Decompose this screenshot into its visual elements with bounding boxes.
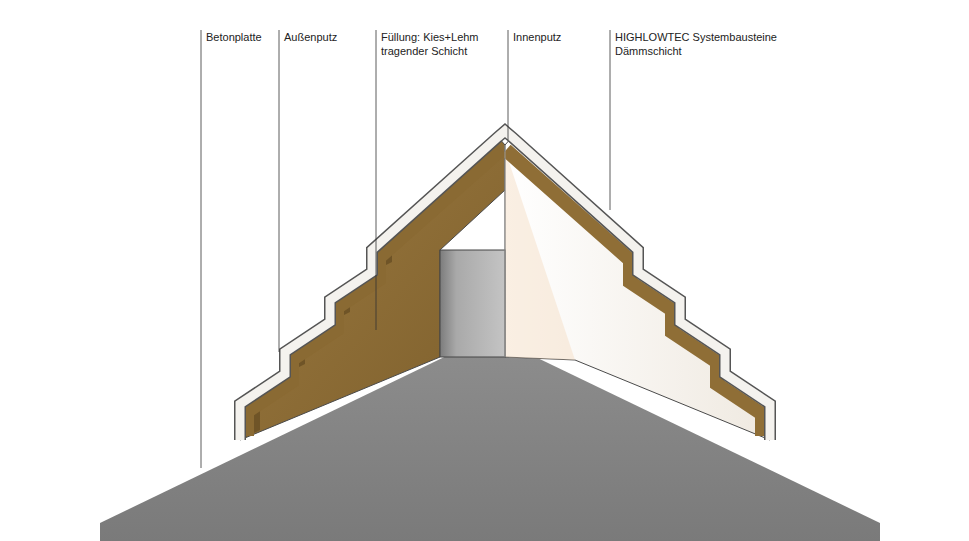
part-label: Außenputz (284, 30, 370, 44)
corner-edge (505, 145, 506, 357)
outer-plaster-edge (240, 131, 770, 440)
part-label: Füllung: Kies+Lehm tragender Schicht (381, 30, 501, 58)
outer-plaster (240, 131, 770, 440)
leader-line (376, 30, 377, 330)
concrete-slab (100, 335, 880, 541)
part-label: Innenputz (513, 30, 605, 44)
left-wall-fill (240, 137, 505, 440)
right-wall-fill (505, 137, 770, 440)
part-label: HIGHLOWTEC Systembausteine Dämmschicht (615, 30, 797, 58)
leader-line (508, 30, 509, 140)
insulation-band (506, 150, 762, 436)
leader-line (610, 30, 611, 210)
inner-plaster-face (440, 250, 505, 357)
part-label: Betonplatte (206, 30, 274, 44)
leader-line (201, 30, 202, 468)
leader-line (279, 30, 280, 352)
